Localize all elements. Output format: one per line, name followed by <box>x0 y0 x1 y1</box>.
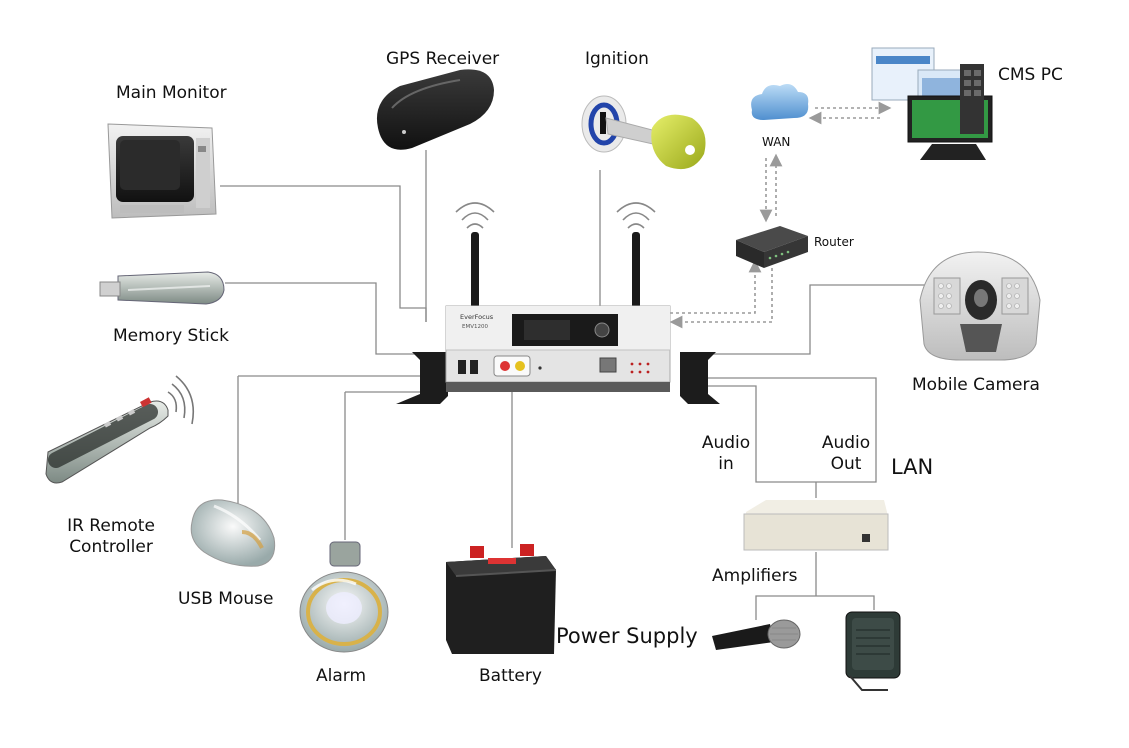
audio-in-label-line2: in <box>718 454 734 474</box>
router-icon <box>736 226 808 268</box>
lan-label: LAN <box>891 455 934 479</box>
line-main-monitor <box>220 185 427 322</box>
line-mobile-camera <box>688 284 925 355</box>
ir-remote-label-line1: IR Remote <box>67 516 155 536</box>
amplifiers-label: Amplifiers <box>712 566 798 586</box>
connection-lines <box>220 150 925 620</box>
ignition-label: Ignition <box>585 49 649 69</box>
alarm-icon <box>299 541 389 653</box>
gps-receiver-icon <box>376 69 494 150</box>
in-car-camera-icon <box>845 611 901 691</box>
main-monitor-icon <box>107 123 217 219</box>
memory-stick-icon <box>99 271 225 305</box>
cms-pc-icon <box>871 47 993 160</box>
battery-label: Battery <box>479 666 542 686</box>
ir-remote-label-line2: Controller <box>69 537 153 557</box>
usb-mouse-label: USB Mouse <box>178 589 274 609</box>
audio-out-label-line2: Out <box>830 454 862 474</box>
left-antenna-icon <box>455 202 495 308</box>
audio-out-label: Audio Out <box>820 433 872 475</box>
audio-in-label: Audio in <box>700 433 752 475</box>
microphone-icon <box>712 619 801 650</box>
wan-label: WAN <box>762 135 791 149</box>
memory-stick-label: Memory Stick <box>113 326 229 346</box>
device-to-router-link <box>670 259 762 314</box>
battery-icon <box>446 544 557 654</box>
usb-mouse-icon <box>190 499 276 567</box>
line-memory-stick <box>225 282 452 355</box>
cms-pc-label: CMS PC <box>998 65 1063 85</box>
audio-out-label-line1: Audio <box>821 433 871 453</box>
ir-remote-icon <box>45 375 195 484</box>
line-mic-cam <box>755 595 875 620</box>
ignition-icon <box>581 95 706 170</box>
main-monitor-label: Main Monitor <box>116 83 227 103</box>
mobile-dvr-device <box>396 202 720 404</box>
ir-remote-label: IR Remote Controller <box>58 516 164 558</box>
alarm-label: Alarm <box>316 666 367 686</box>
amplifier-icon <box>743 500 889 551</box>
device-brand: EverFocus <box>460 313 494 321</box>
router-label: Router <box>814 235 854 249</box>
power-supply-label: Power Supply <box>556 624 698 648</box>
router-to-device-link <box>669 268 773 329</box>
audio-in-label-line1: Audio <box>701 433 751 453</box>
mobile-camera-icon <box>919 251 1041 361</box>
gps-receiver-label: GPS Receiver <box>386 49 500 69</box>
right-antenna-icon <box>616 202 656 308</box>
network-links <box>669 101 892 329</box>
device-model: EMV1200 <box>462 324 488 330</box>
mobile-camera-label: Mobile Camera <box>912 375 1040 395</box>
wan-cloud-icon <box>751 84 809 120</box>
